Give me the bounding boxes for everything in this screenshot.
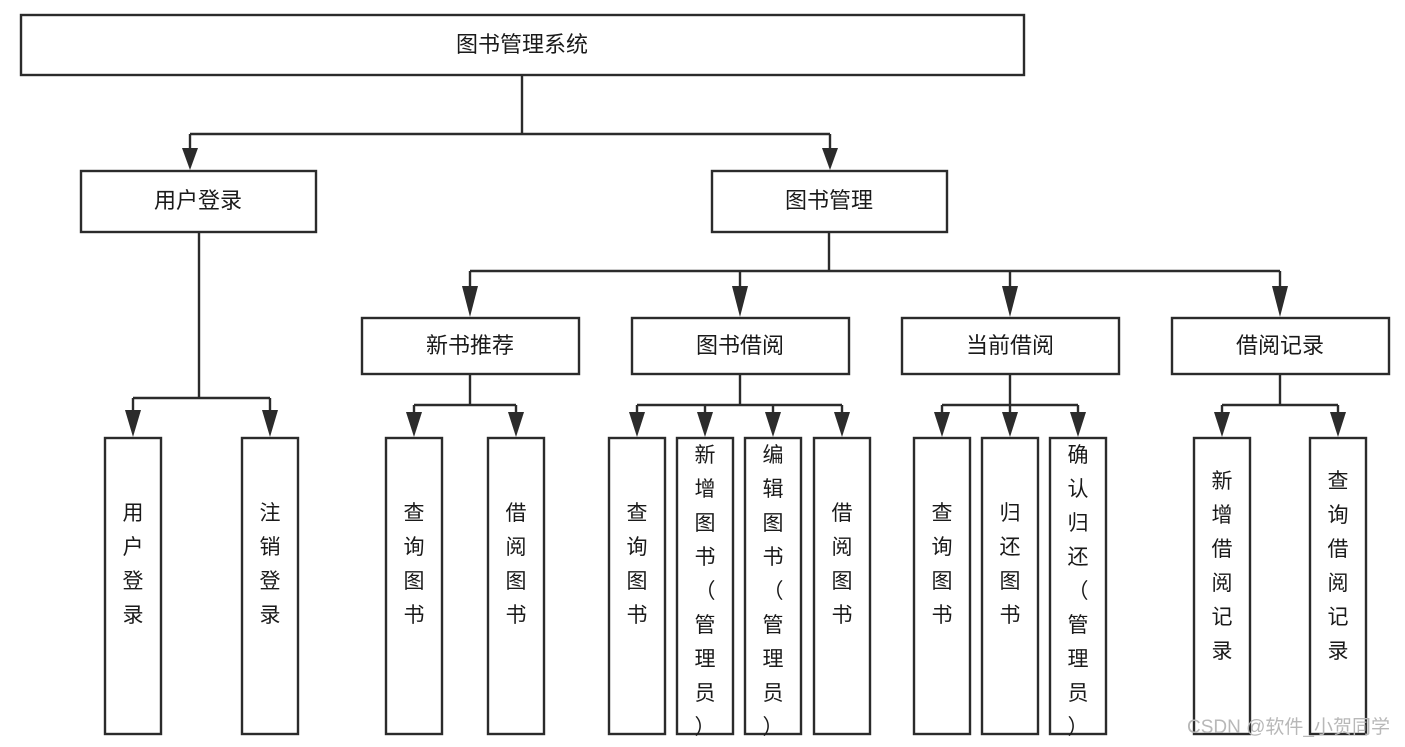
node-leaf-query-book-2-label: 查询图书	[627, 502, 648, 627]
node-new-book-recommend-box[interactable]	[360, 316, 581, 376]
node-leaf-query-book-1-label: 查询图书	[404, 502, 425, 627]
arrow-head-leaf-query-book-3	[934, 412, 950, 437]
node-leaf-user-login-box[interactable]	[103, 436, 163, 736]
node-book-borrow-label: 图书借阅	[696, 333, 784, 358]
node-leaf-borrow-book-1[interactable]: 借阅图书	[486, 436, 546, 736]
node-user-login[interactable]: 用户登录	[79, 169, 318, 234]
arrow-head-book-manage	[822, 148, 838, 170]
node-leaf-query-book-1[interactable]: 查询图书	[384, 436, 444, 736]
node-user-login-box[interactable]	[79, 169, 318, 234]
node-leaf-borrow-book-1-label: 借阅图书	[506, 502, 527, 627]
node-leaf-edit-book[interactable]: 编辑图书（管理员）	[743, 436, 803, 739]
node-leaf-user-logout-box[interactable]	[240, 436, 300, 736]
node-leaf-user-logout[interactable]: 注销登录	[240, 436, 300, 736]
node-book-manage-label: 图书管理	[785, 188, 873, 213]
node-leaf-query-book-2[interactable]: 查询图书	[607, 436, 667, 736]
node-leaf-user-logout-label: 注销登录	[260, 502, 281, 627]
node-leaf-borrow-book-2[interactable]: 借阅图书	[812, 436, 872, 736]
arrow-head-leaf-add-book	[697, 412, 713, 437]
arrow-head-book-borrow	[732, 286, 748, 317]
node-new-book-recommend[interactable]: 新书推荐	[360, 316, 581, 376]
arrow-head-leaf-borrow-book-2	[834, 412, 850, 437]
node-leaf-query-book-3-label: 查询图书	[932, 502, 953, 627]
arrow-head-leaf-borrow-book-1	[508, 412, 524, 437]
node-root[interactable]: 图书管理系统	[19, 13, 1026, 77]
node-borrow-record[interactable]: 借阅记录	[1170, 316, 1391, 376]
arrow-head-leaf-user-logout	[262, 410, 278, 437]
connectors-group	[125, 76, 1346, 437]
arrow-head-leaf-confirm-return	[1070, 412, 1086, 437]
arrow-head-leaf-add-record	[1214, 412, 1230, 437]
node-leaf-query-book-1-box[interactable]	[384, 436, 444, 736]
node-leaf-query-record-box[interactable]	[1308, 436, 1368, 736]
arrow-head-leaf-user-login	[125, 410, 141, 437]
node-book-borrow-box[interactable]	[630, 316, 851, 376]
node-root-box[interactable]	[19, 13, 1026, 77]
csdn-watermark: CSDN @软件_小贺同学	[1187, 716, 1390, 738]
arrow-head-leaf-query-record	[1330, 412, 1346, 437]
arrow-head-current-borrow	[1002, 286, 1018, 317]
node-leaf-borrow-book-1-box[interactable]	[486, 436, 546, 736]
node-leaf-add-book[interactable]: 新增图书（管理员）	[675, 436, 735, 739]
node-leaf-add-record-box[interactable]	[1192, 436, 1252, 736]
node-leaf-user-login-label: 用户登录	[123, 502, 144, 627]
node-leaf-add-book-label: 新增图书（管理员）	[695, 444, 716, 739]
node-leaf-add-book-box[interactable]	[675, 436, 735, 736]
node-leaf-return-book-box[interactable]	[980, 436, 1040, 736]
node-leaf-return-book[interactable]: 归还图书	[980, 436, 1040, 736]
arrow-head-leaf-query-book-2	[629, 412, 645, 437]
arrow-head-user-login	[182, 148, 198, 170]
node-leaf-user-login[interactable]: 用户登录	[103, 436, 163, 736]
arrow-head-new-book-recommend	[462, 286, 478, 317]
node-leaf-query-book-2-box[interactable]	[607, 436, 667, 736]
node-leaf-confirm-return[interactable]: 确认归还（管理员）	[1048, 436, 1108, 739]
node-leaf-add-record-label: 新增借阅记录	[1212, 470, 1233, 663]
node-leaf-query-book-3[interactable]: 查询图书	[912, 436, 972, 736]
node-new-book-recommend-label: 新书推荐	[426, 333, 514, 358]
arrow-head-leaf-return-book	[1002, 412, 1018, 437]
node-leaf-edit-book-box[interactable]	[743, 436, 803, 736]
node-borrow-record-box[interactable]	[1170, 316, 1391, 376]
node-book-manage[interactable]: 图书管理	[710, 169, 949, 234]
arrow-head-leaf-edit-book	[765, 412, 781, 437]
node-leaf-query-record-label: 查询借阅记录	[1328, 470, 1349, 663]
node-leaf-borrow-book-2-box[interactable]	[812, 436, 872, 736]
node-borrow-record-label: 借阅记录	[1236, 333, 1324, 358]
node-leaf-confirm-return-box[interactable]	[1048, 436, 1108, 736]
node-user-login-label: 用户登录	[154, 188, 242, 213]
arrow-head-borrow-record	[1272, 286, 1288, 317]
node-current-borrow[interactable]: 当前借阅	[900, 316, 1121, 376]
node-leaf-return-book-label: 归还图书	[1000, 502, 1021, 627]
node-leaf-borrow-book-2-label: 借阅图书	[832, 502, 853, 627]
node-leaf-query-book-3-box[interactable]	[912, 436, 972, 736]
node-book-borrow[interactable]: 图书借阅	[630, 316, 851, 376]
node-current-borrow-box[interactable]	[900, 316, 1121, 376]
node-leaf-add-record[interactable]: 新增借阅记录	[1192, 436, 1252, 736]
node-current-borrow-label: 当前借阅	[966, 333, 1054, 358]
node-root-label: 图书管理系统	[456, 32, 588, 57]
arrow-head-leaf-query-book-1	[406, 412, 422, 437]
node-book-manage-box[interactable]	[710, 169, 949, 234]
node-leaf-confirm-return-label: 确认归还（管理员）	[1068, 444, 1089, 739]
node-leaf-edit-book-label: 编辑图书（管理员）	[763, 444, 784, 739]
node-leaf-query-record[interactable]: 查询借阅记录	[1308, 436, 1368, 736]
